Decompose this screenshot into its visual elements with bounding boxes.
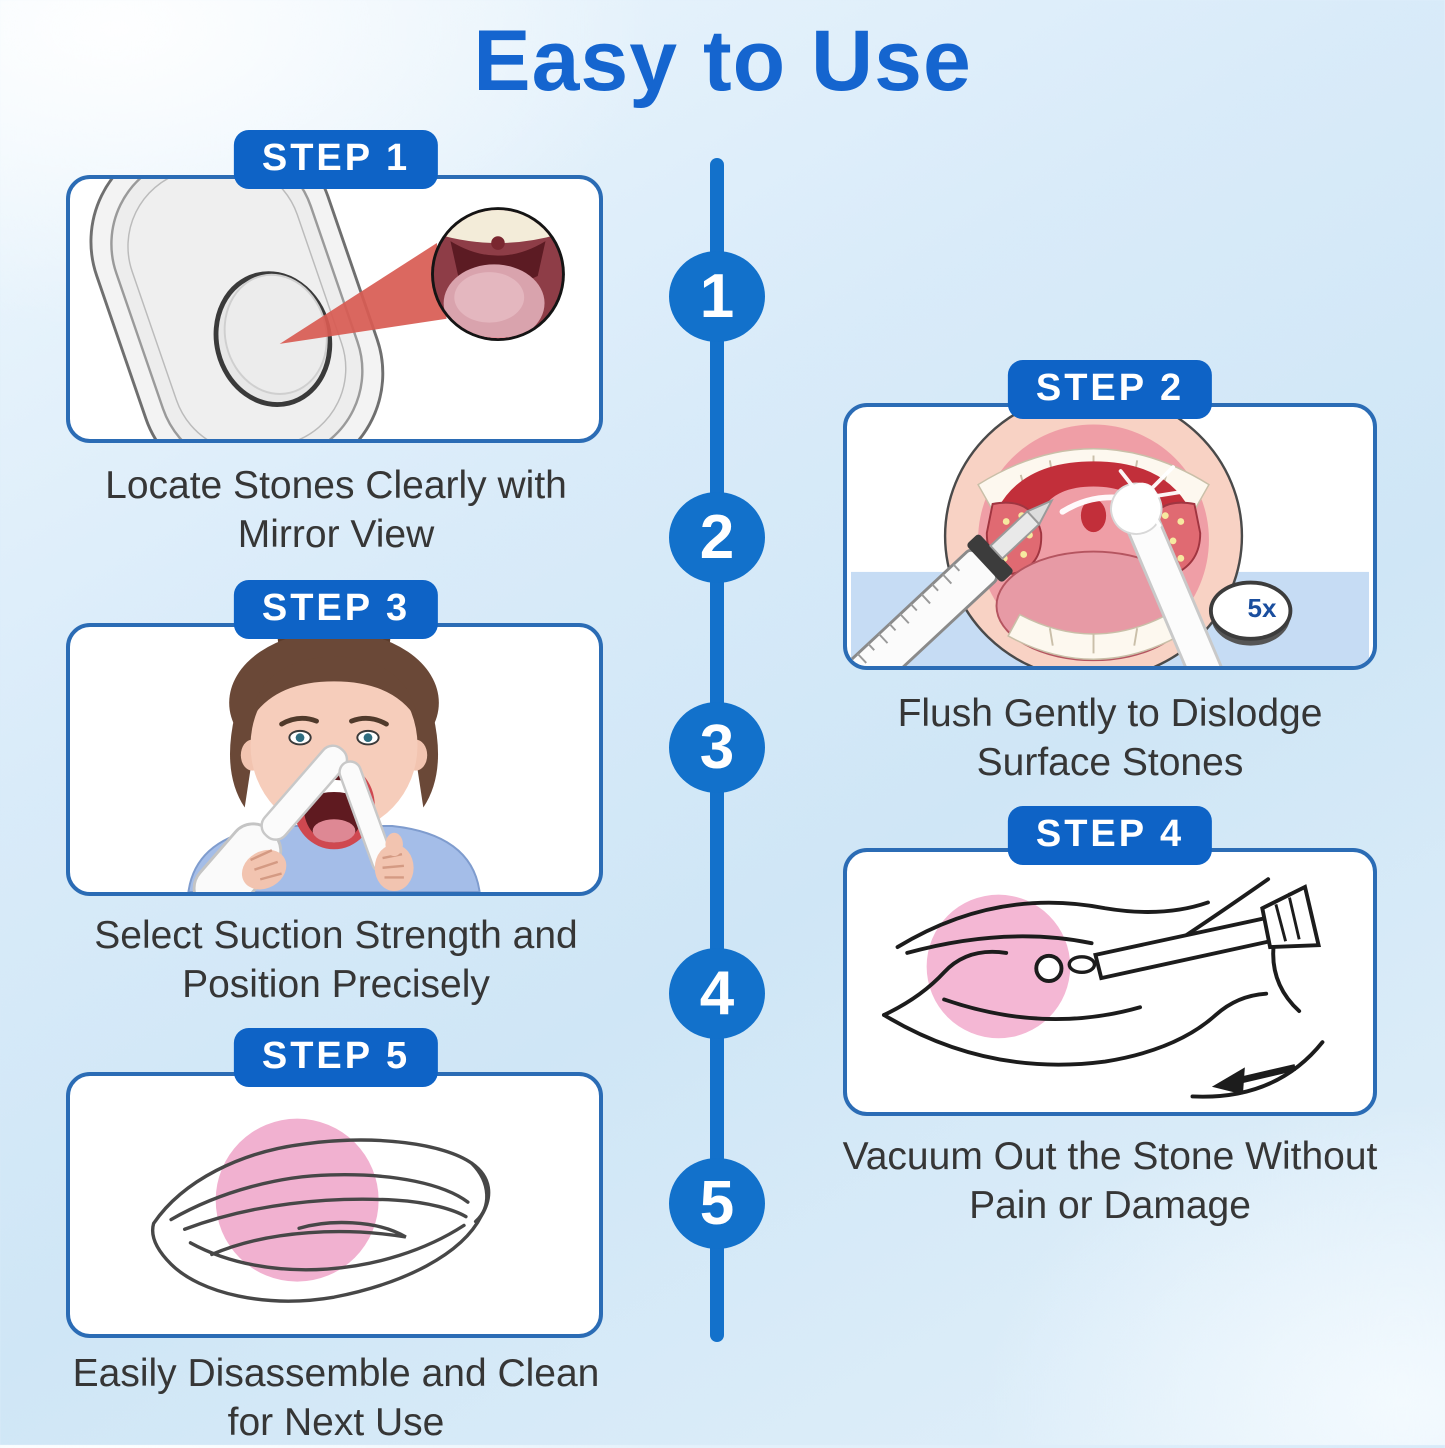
caption-line: Vacuum Out the Stone Without (842, 1135, 1378, 1178)
step2-caption: Flush Gently to Dislodge Surface Stones (810, 690, 1410, 788)
mirror-zoom-label: 5x (1247, 593, 1277, 623)
step1-illustration (89, 179, 565, 439)
step5-panel (66, 1072, 603, 1338)
step4-illustration (882, 877, 1325, 1099)
lips-line-art (150, 1138, 491, 1303)
stone (1034, 953, 1064, 983)
caption-line: Position Precisely (182, 962, 490, 1006)
caption-line: Easily Disassemble and Clean (72, 1352, 600, 1395)
step2-badge: STEP 2 (1007, 360, 1213, 419)
flush-glow (1118, 465, 1181, 528)
page-title: Easy to Use (473, 13, 972, 109)
step4-badge: STEP 4 (1007, 806, 1213, 865)
step2-panel (843, 403, 1377, 670)
mirror-disc-icon (1208, 580, 1293, 646)
step2-illustration (847, 407, 1369, 666)
highlight-circle (926, 894, 1071, 1039)
mouth-line-art (882, 877, 1325, 1099)
timeline-number-1: 1 (669, 251, 765, 342)
caption-line: Surface Stones (976, 740, 1244, 784)
step1-panel (66, 175, 603, 443)
caption-line: Mirror View (237, 512, 435, 556)
mirror-device-icon (89, 179, 385, 439)
caption-line: Locate Stones Clearly with (105, 464, 567, 507)
mouth-photo-icon (431, 207, 565, 342)
arrow-icon (1211, 1064, 1297, 1095)
timeline-number-3: 3 (669, 702, 765, 793)
step5-badge: STEP 5 (233, 1028, 439, 1087)
step3-panel (66, 623, 603, 896)
step4-panel (843, 848, 1377, 1116)
step3-badge: STEP 3 (233, 580, 439, 639)
timeline-number-4: 4 (669, 948, 765, 1039)
caption-line: Flush Gently to Dislodge (897, 692, 1323, 735)
step3-caption: Select Suction Strength and Position Pre… (36, 912, 636, 1010)
caption-line: Pain or Damage (969, 1183, 1251, 1227)
step4-caption: Vacuum Out the Stone Without Pain or Dam… (810, 1133, 1410, 1231)
step3-illustration (187, 627, 481, 892)
step5-illustration (150, 1118, 491, 1303)
timeline-number-2: 2 (669, 492, 765, 583)
beam (279, 243, 447, 344)
caption-line: Select Suction Strength and (94, 914, 578, 957)
step1-caption: Locate Stones Clearly with Mirror View (36, 462, 636, 560)
step5-caption: Easily Disassemble and Clean for Next Us… (36, 1350, 636, 1448)
syringe-icon (847, 498, 1054, 666)
caption-line: for Next Use (227, 1400, 445, 1444)
woman-illustration (187, 627, 481, 892)
timeline-number-5: 5 (669, 1158, 765, 1249)
suction-tube-icon (1093, 884, 1322, 981)
step1-badge: STEP 1 (233, 130, 439, 189)
